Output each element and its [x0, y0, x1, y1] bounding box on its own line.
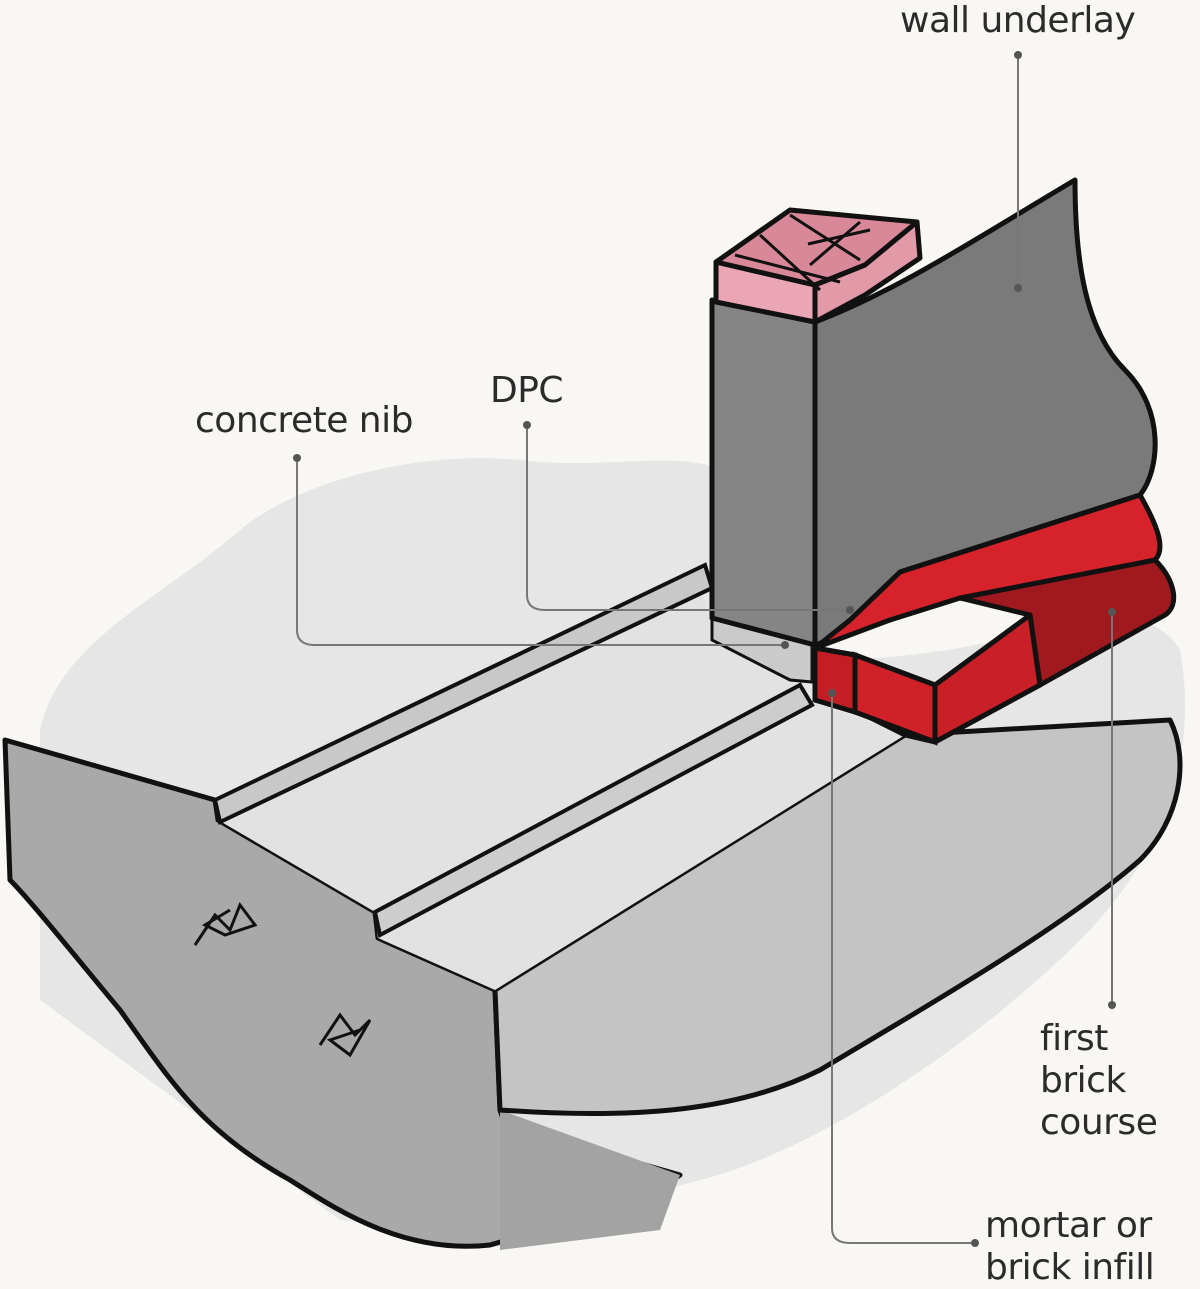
leader-dpc	[526, 425, 850, 611]
aggregate-scribbles	[193, 901, 372, 1058]
wall-underlay-panel	[812, 177, 1158, 648]
slab-top-surface	[218, 590, 905, 990]
label-first-brick-course: first brick course	[1040, 1018, 1158, 1143]
label-mortar-infill: mortar or brick infill	[985, 1205, 1155, 1288]
leader-lines	[296, 55, 1113, 1244]
leader-dots	[293, 51, 1116, 1247]
lower-step-face	[500, 1110, 680, 1250]
timber-cross-marks	[734, 213, 871, 292]
brick-end-middle	[852, 651, 938, 746]
label-concrete-nib: concrete nib	[195, 400, 413, 441]
brick-back-row	[957, 557, 1177, 688]
label-wall-underlay: wall underlay	[900, 0, 1136, 41]
leader-concrete-nib	[296, 458, 785, 646]
label-dpc: DPC	[490, 370, 564, 411]
brick-end-left	[812, 645, 858, 716]
slab-strip-middle	[372, 682, 815, 939]
leader-mortar	[831, 693, 975, 1244]
timber-stud-right	[812, 219, 923, 325]
foundation-side-face	[492, 717, 1183, 1117]
wall-front-face	[709, 297, 818, 648]
